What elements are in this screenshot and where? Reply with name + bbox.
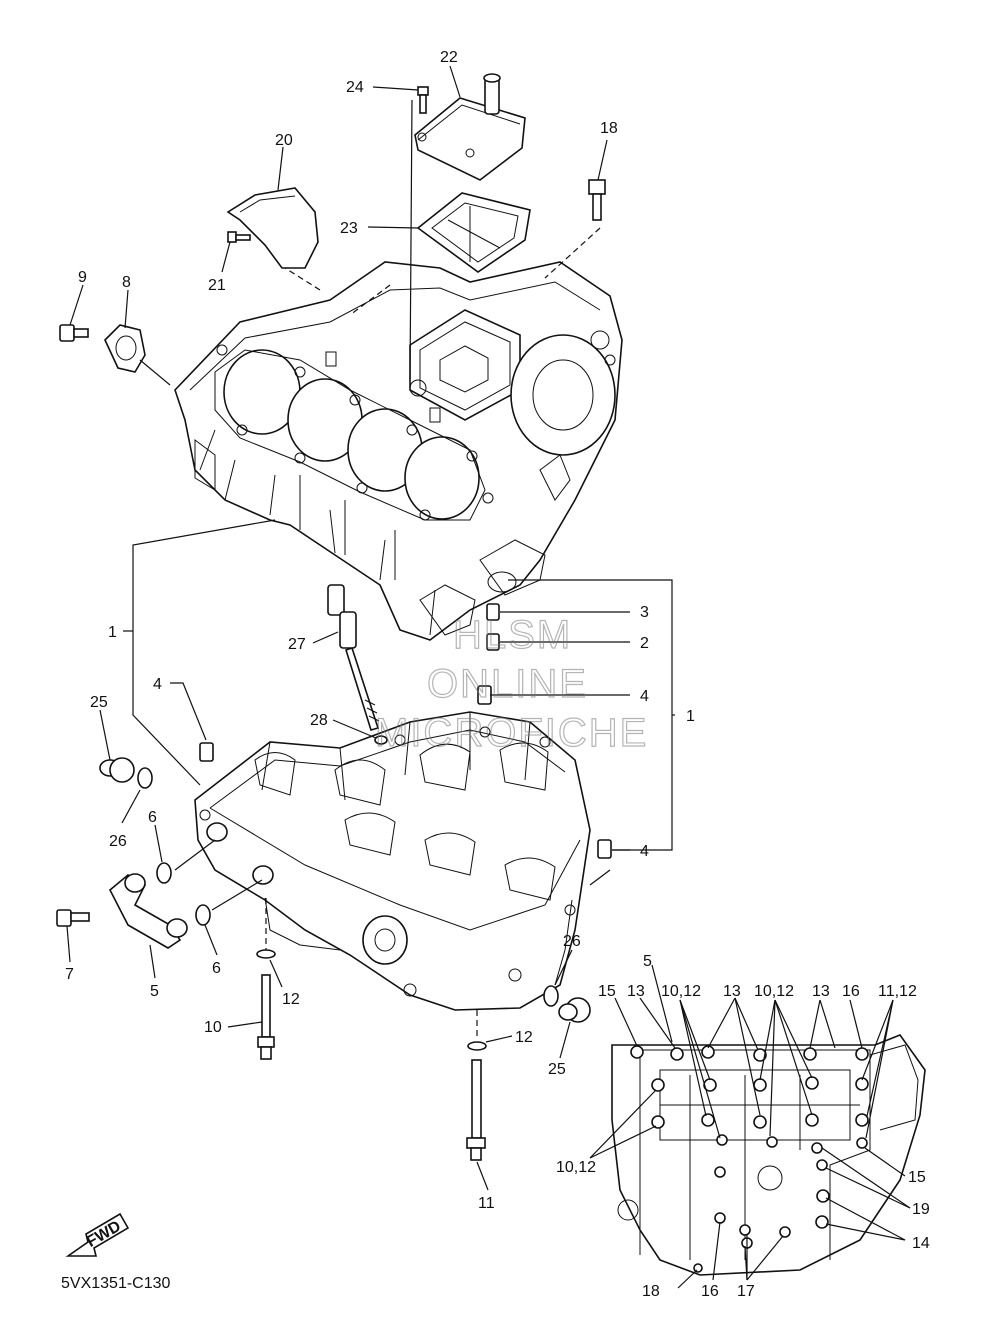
callout-6-upper: 6 (148, 809, 157, 826)
plug-25-right (558, 997, 591, 1023)
oil-pipe-5 (108, 873, 188, 949)
watermark-line-1: HLSM (453, 613, 572, 657)
oil-level-gauge (327, 584, 380, 731)
inset-bolt-heads (630, 1045, 869, 1273)
o-ring-6-upper (156, 862, 172, 884)
inset-callout-13-b: 13 (723, 983, 741, 1000)
inset-callout-18: 18 (642, 1283, 660, 1300)
callout-3: 3 (640, 604, 649, 621)
bolt-11 (466, 1059, 486, 1161)
watermark-line-3: MICROFICHE (375, 711, 648, 755)
cover-8 (104, 324, 146, 373)
callout-26-left: 26 (109, 833, 127, 850)
callout-10: 10 (204, 1019, 222, 1036)
watermark: HLSM ONLINE MICROFICHE (374, 612, 648, 755)
inset-leader-lines (589, 964, 911, 1289)
bolt-9 (59, 324, 89, 342)
callout-labels: 22 24 18 20 23 9 8 21 3 1 2 27 4 4 25 1 … (65, 49, 695, 1212)
inset-callout-labels: 5 15 13 10,12 13 10,12 13 16 11,12 10,12… (556, 953, 930, 1300)
dowel-4-left (199, 742, 214, 762)
washer-12-left (256, 949, 276, 959)
inset-callout-10-12-b: 10,12 (754, 983, 794, 1000)
inset-callout-15-right: 15 (908, 1169, 926, 1186)
washer-12-right (467, 1041, 487, 1051)
cover-20 (226, 187, 319, 269)
callout-18-upper: 18 (600, 120, 618, 137)
fwd-arrow-icon: FWD (65, 1212, 130, 1257)
callout-9: 9 (78, 269, 87, 286)
callout-25-left: 25 (90, 694, 108, 711)
callout-5-left: 5 (150, 983, 159, 1000)
bolt-18 (588, 179, 606, 221)
callout-26-right: 26 (563, 933, 581, 950)
o-ring-6-lower (195, 904, 211, 926)
inset-callout-11-12: 11,12 (878, 983, 917, 1000)
pin-3 (486, 603, 500, 621)
dowel-4-right (597, 839, 612, 859)
callout-12-right: 12 (515, 1029, 533, 1046)
upper-crankcase (174, 261, 623, 641)
o-ring-28 (374, 735, 388, 745)
inset-callout-13-a: 13 (627, 983, 645, 1000)
callout-24: 24 (346, 79, 364, 96)
inset-callout-10-12-a: 10,12 (661, 983, 701, 1000)
callout-2: 2 (640, 635, 649, 652)
callout-27: 27 (288, 636, 306, 653)
inset-callout-19: 19 (912, 1201, 930, 1218)
breather-cover (414, 73, 526, 181)
washer-26-right (543, 985, 559, 1007)
diagram-code: 5VX1351-C130 (61, 1275, 171, 1292)
inset-callout-14: 14 (912, 1235, 930, 1252)
screw-24 (417, 86, 429, 114)
callout-22: 22 (440, 49, 458, 66)
callout-4-mid: 4 (640, 688, 649, 705)
washer-26-left (137, 767, 153, 789)
bolt-7 (56, 909, 90, 927)
inset-callout-13-c: 13 (812, 983, 830, 1000)
callout-21: 21 (208, 277, 226, 294)
breather-gasket (416, 192, 531, 273)
callout-23: 23 (340, 220, 358, 237)
inset-lower-case-view (589, 964, 926, 1289)
lower-crankcase (194, 711, 591, 1011)
inset-callout-16-top: 16 (842, 983, 860, 1000)
inset-callout-5: 5 (643, 953, 652, 970)
callout-12-left: 12 (282, 991, 300, 1008)
callout-20: 20 (275, 132, 293, 149)
leader-lines (66, 65, 675, 1191)
callout-7: 7 (65, 966, 74, 983)
bolt-10 (257, 974, 275, 1060)
callout-4-left: 4 (153, 676, 162, 693)
callout-1-right: 1 (686, 708, 695, 725)
callout-1-left: 1 (108, 624, 117, 641)
callout-28: 28 (310, 712, 328, 729)
inset-callout-17: 17 (737, 1283, 755, 1300)
plug-25-left (99, 757, 135, 783)
callout-4-right: 4 (640, 843, 649, 860)
inset-callout-16-bottom: 16 (701, 1283, 719, 1300)
callout-6-lower: 6 (212, 960, 221, 977)
callout-8: 8 (122, 274, 131, 291)
watermark-line-2: ONLINE (427, 662, 588, 706)
pin-2 (486, 633, 500, 651)
callout-25-right: 25 (548, 1061, 566, 1078)
screw-21 (227, 231, 251, 243)
callout-11: 11 (478, 1195, 495, 1212)
inset-callout-15-top: 15 (598, 983, 616, 1000)
inset-callout-10-12-c: 10,12 (556, 1159, 596, 1176)
